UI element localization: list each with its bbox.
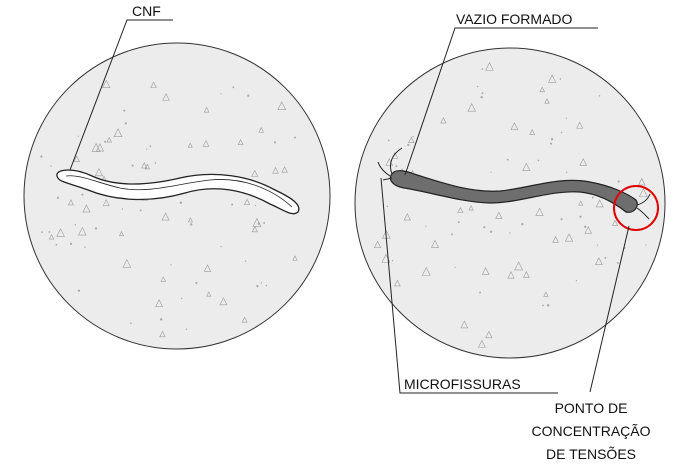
texture-dot (550, 143, 552, 145)
texture-dot (155, 162, 156, 163)
texture-dot (560, 78, 562, 80)
texture-dot (617, 262, 619, 264)
texture-dot (146, 148, 147, 149)
texture-dot (220, 246, 221, 247)
texture-dot (186, 328, 187, 329)
texture-dot (220, 93, 221, 94)
texture-dot (538, 160, 540, 162)
texture-dot (48, 231, 50, 233)
texture-dot (81, 194, 83, 196)
texture-dot (479, 292, 481, 294)
ponto-label-line1: PONTO DE (555, 400, 628, 416)
texture-dot (387, 206, 388, 207)
texture-dot (78, 290, 80, 292)
left-matrix-panel (24, 43, 330, 349)
texture-dot (132, 165, 134, 167)
texture-dot (70, 243, 72, 245)
right-matrix-panel (355, 48, 665, 358)
texture-dot (125, 122, 127, 124)
texture-dot (261, 282, 262, 283)
texture-dot (579, 216, 581, 218)
texture-dot (597, 244, 598, 245)
texture-dot (645, 244, 646, 245)
texture-dot (150, 145, 152, 147)
texture-dot (190, 223, 192, 225)
texture-dot (180, 202, 182, 204)
texture-dot (274, 141, 276, 143)
texture-dot (232, 86, 234, 88)
texture-dot (130, 322, 132, 324)
cnf-label: CNF (132, 3, 161, 19)
texture-dot (483, 226, 485, 228)
texture-dot (490, 172, 491, 173)
texture-dot (592, 196, 594, 198)
microfissuras-label: MICROFISSURAS (404, 376, 521, 392)
texture-dot (481, 68, 483, 70)
texture-dot (561, 132, 563, 134)
texture-dot (140, 209, 142, 211)
texture-dot (560, 218, 562, 220)
texture-dot (392, 260, 393, 261)
texture-dot (599, 95, 601, 97)
texture-dot (507, 159, 509, 161)
texture-dot (266, 285, 268, 287)
texture-dot (78, 136, 79, 137)
texture-dot (123, 110, 125, 112)
texture-dot (84, 246, 86, 248)
texture-dot (618, 180, 620, 182)
texture-dot (75, 224, 76, 225)
texture-dot (294, 137, 296, 139)
texture-dot (263, 222, 265, 224)
vazio-formado-label: VAZIO FORMADO (456, 11, 573, 27)
texture-dot (490, 231, 492, 233)
texture-dot (584, 226, 586, 228)
texture-dot (566, 172, 567, 173)
texture-dot (170, 264, 171, 265)
texture-dot (255, 205, 256, 206)
texture-dot (551, 138, 553, 140)
texture-dot (521, 223, 523, 225)
texture-dot (412, 136, 413, 137)
texture-dot (56, 244, 58, 246)
texture-dot (509, 232, 510, 233)
texture-dot (256, 285, 258, 287)
texture-dot (245, 260, 246, 261)
texture-dot (388, 139, 390, 141)
texture-dot (160, 318, 162, 320)
texture-dot (566, 117, 567, 118)
texture-dot (181, 298, 182, 299)
texture-dot (41, 231, 43, 233)
texture-dot (454, 267, 455, 268)
texture-dot (395, 165, 397, 167)
texture-dot (104, 141, 106, 143)
texture-dot (195, 282, 197, 284)
texture-dot (50, 165, 51, 166)
texture-dot (480, 96, 482, 98)
texture-dot (482, 92, 484, 94)
texture-dot (247, 95, 249, 97)
texture-dot (40, 155, 42, 157)
texture-dot (576, 280, 577, 281)
texture-dot (231, 204, 233, 206)
ponto-label-line2: CONCENTRAÇÃO (531, 423, 650, 439)
ponto-label-line3: DE TENSÕES (546, 446, 636, 462)
texture-dot (542, 304, 544, 306)
texture-dot (122, 208, 124, 210)
texture-dot (57, 197, 59, 199)
texture-dot (477, 86, 478, 87)
texture-dot (547, 304, 549, 306)
texture-dot (407, 144, 409, 146)
texture-dot (451, 233, 453, 235)
texture-dot (604, 257, 606, 259)
texture-dot (458, 221, 460, 223)
texture-dot (95, 227, 97, 229)
texture-dot (425, 226, 426, 227)
